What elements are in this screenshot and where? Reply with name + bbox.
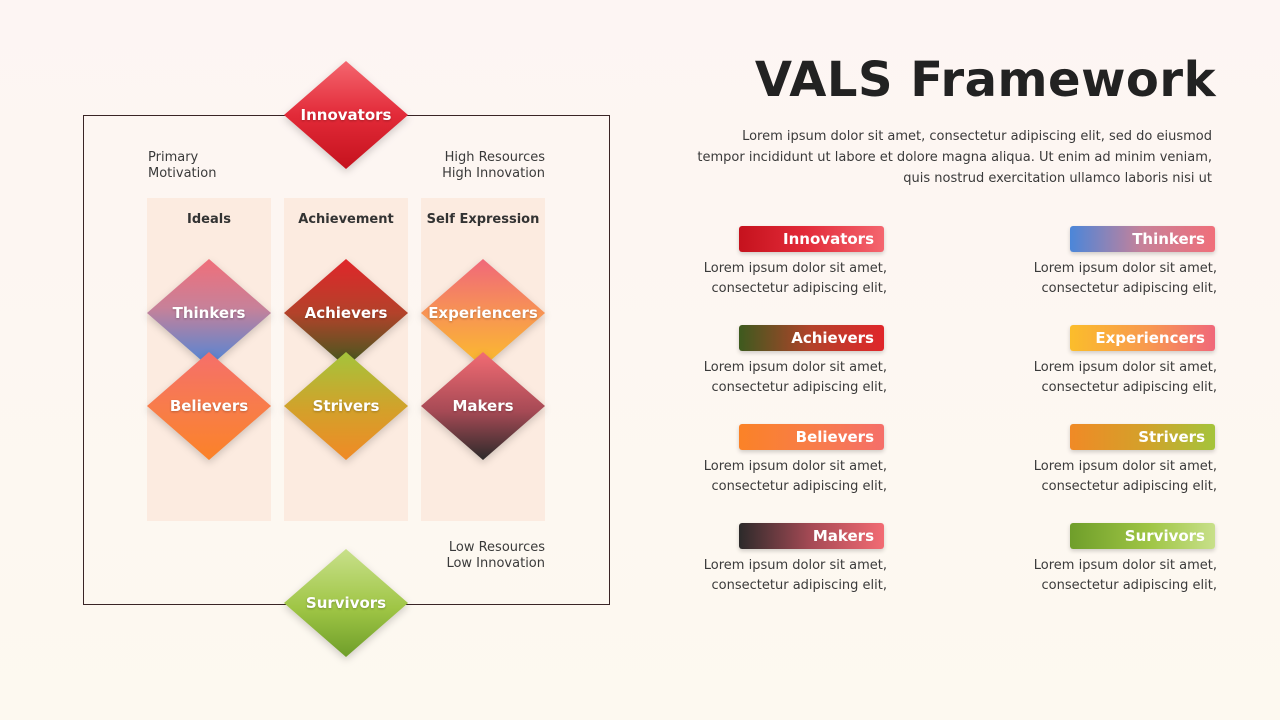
legend-badge-thinkers: Thinkers: [1070, 226, 1215, 252]
legend-desc-survivors: Lorem ipsum dolor sit amet, consectetur …: [1033, 558, 1217, 593]
node-experiencers: Experiencers: [421, 259, 545, 367]
legend-badge-strivers: Strivers: [1070, 424, 1215, 450]
node-innovators: Innovators: [284, 61, 408, 169]
high-resources-label: High Resources High Innovation: [442, 150, 545, 181]
node-survivors: Survivors: [284, 549, 408, 657]
legend-desc-thinkers: Lorem ipsum dolor sit amet, consectetur …: [1033, 261, 1217, 296]
page-title: VALS Framework: [754, 52, 1216, 108]
legend-desc-experiencers: Lorem ipsum dolor sit amet, consectetur …: [1033, 360, 1217, 395]
legend-badge-achievers: Achievers: [739, 325, 884, 351]
legend-desc-believers: Lorem ipsum dolor sit amet, consectetur …: [703, 459, 887, 494]
column-header-self-expression: Self Expression: [426, 212, 540, 227]
node-makers: Makers: [421, 352, 545, 460]
legend-badge-believers: Believers: [739, 424, 884, 450]
node-strivers: Strivers: [284, 352, 408, 460]
legend-desc-strivers: Lorem ipsum dolor sit amet, consectetur …: [1033, 459, 1217, 494]
column-header-ideals: Ideals: [187, 212, 231, 227]
legend-badge-makers: Makers: [739, 523, 884, 549]
low-resources-label: Low Resources Low Innovation: [446, 540, 545, 571]
legend-desc-achievers: Lorem ipsum dolor sit amet, consectetur …: [703, 360, 887, 395]
node-achievers: Achievers: [284, 259, 408, 367]
legend-desc-makers: Lorem ipsum dolor sit amet, consectetur …: [703, 558, 887, 593]
legend-badge-survivors: Survivors: [1070, 523, 1215, 549]
node-thinkers: Thinkers: [147, 259, 271, 367]
intro-paragraph: Lorem ipsum dolor sit amet, consectetur …: [697, 129, 1212, 186]
node-believers: Believers: [147, 352, 271, 460]
legend-badge-experiencers: Experiencers: [1070, 325, 1215, 351]
legend-desc-innovators: Lorem ipsum dolor sit amet, consectetur …: [703, 261, 887, 296]
primary-motivation-label: Primary Motivation: [148, 150, 217, 181]
column-header-achievement: Achievement: [298, 212, 394, 227]
legend-badge-innovators: Innovators: [739, 226, 884, 252]
